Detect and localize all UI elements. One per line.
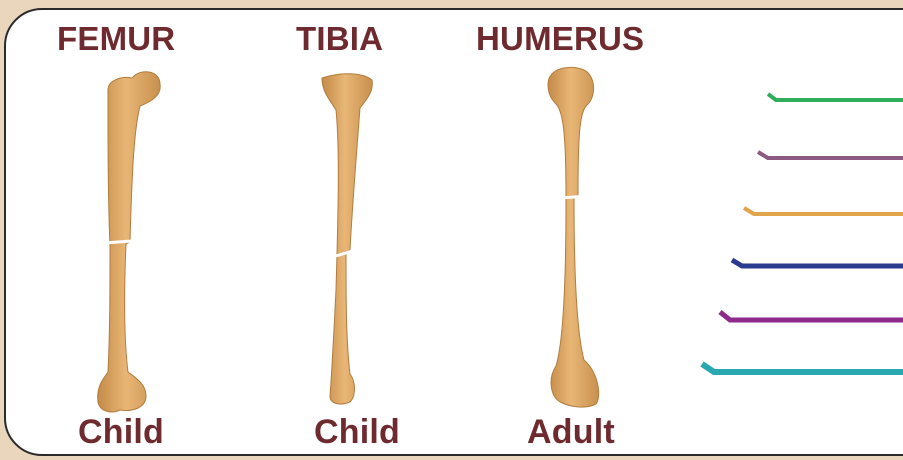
humerus-age-label: Adult xyxy=(527,415,615,449)
nail-navy xyxy=(732,260,903,266)
femur-bone xyxy=(98,72,161,412)
femur-age-label: Child xyxy=(78,415,164,449)
tibia-age-label: Child xyxy=(314,415,400,449)
tibia-bone xyxy=(322,74,372,404)
nail-orange xyxy=(744,208,903,214)
nails-group xyxy=(702,94,903,372)
humerus-bone xyxy=(548,67,599,407)
nail-purple xyxy=(720,312,903,320)
nail-teal xyxy=(702,364,903,372)
nail-green xyxy=(768,94,903,100)
nail-mauve xyxy=(758,152,903,158)
